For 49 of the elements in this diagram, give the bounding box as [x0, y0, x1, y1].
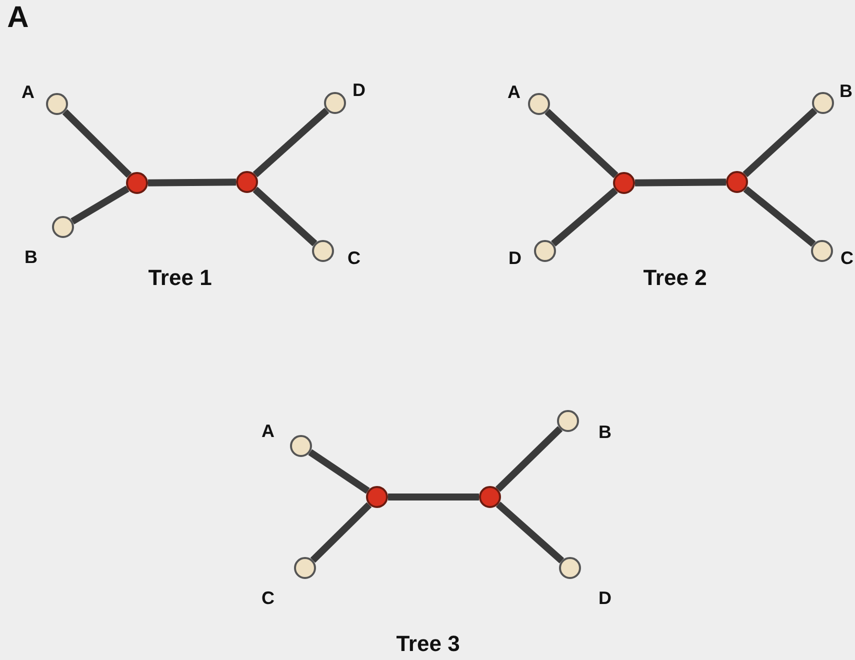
- internal-node: [366, 486, 388, 508]
- leaf-node: [811, 240, 833, 262]
- taxon-label: D: [508, 249, 522, 267]
- leaf-node: [534, 240, 556, 262]
- branch-line: [308, 449, 370, 494]
- internal-node: [726, 171, 748, 193]
- internal-node: [236, 171, 258, 193]
- leaf-node: [52, 216, 74, 238]
- leaf-node: [559, 557, 581, 579]
- leaf-node: [312, 240, 334, 262]
- internal-node: [479, 486, 501, 508]
- taxon-label: C: [348, 249, 360, 267]
- internal-node: [613, 172, 635, 194]
- branch-line: [388, 494, 479, 500]
- leaf-node: [294, 557, 316, 579]
- taxon-label: D: [352, 81, 366, 99]
- tree-caption: Tree 3: [396, 633, 460, 655]
- branch-line: [310, 502, 372, 563]
- branch-line: [551, 188, 618, 246]
- taxon-label: A: [22, 83, 34, 101]
- leaf-node: [557, 410, 579, 432]
- leaf-node: [324, 92, 346, 114]
- branch-line: [148, 178, 236, 186]
- branch-line: [743, 186, 816, 247]
- branch-line: [495, 426, 563, 492]
- leaf-node: [812, 92, 834, 114]
- branch-line: [62, 109, 132, 178]
- taxon-label: A: [262, 422, 274, 440]
- branch-line: [742, 108, 818, 178]
- tree-caption: Tree 1: [148, 267, 212, 289]
- taxon-label: B: [598, 423, 612, 441]
- internal-node: [126, 172, 148, 194]
- branch-line: [252, 186, 318, 246]
- leaf-node: [528, 93, 550, 115]
- taxon-label: C: [262, 589, 274, 607]
- branch-line: [252, 108, 330, 178]
- taxon-label: A: [508, 83, 520, 101]
- branch-line: [496, 502, 564, 564]
- leaf-node: [290, 435, 312, 457]
- taxon-label: B: [840, 82, 852, 100]
- leaf-node: [46, 93, 68, 115]
- panel-label: A: [7, 3, 29, 33]
- taxon-label: C: [840, 249, 854, 267]
- branch-line: [70, 186, 130, 224]
- branch-line: [544, 108, 618, 178]
- taxon-label: D: [598, 589, 612, 607]
- branch-line: [634, 178, 726, 186]
- taxon-label: B: [24, 248, 38, 266]
- tree-caption: Tree 2: [643, 267, 707, 289]
